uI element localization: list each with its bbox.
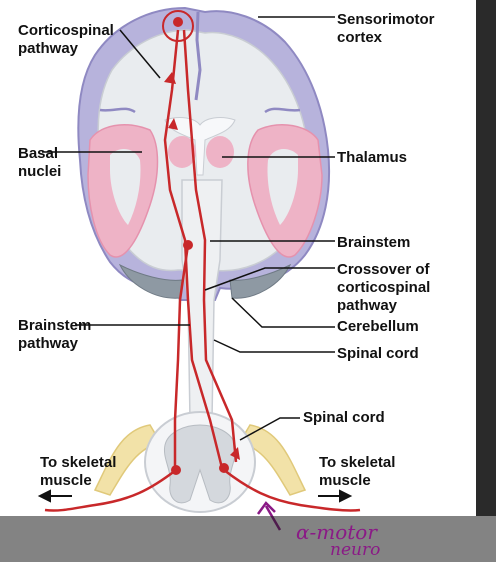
tract-nodes [171,17,229,475]
video-control-overlay [0,516,496,562]
spinal-cord-section [93,411,307,513]
motor-output-right [223,469,361,512]
arrow-right-icon [339,489,353,503]
label-thalamus: Thalamus [337,149,408,166]
label-sensorimotor-cortex: Sensorimotor cortex [337,11,435,46]
brainstem-pathway-line [173,244,190,470]
nerve-roots [93,424,307,496]
label-to-skeletal-right: To skeletal muscle [319,454,396,489]
inner-white-left [110,148,141,225]
handwritten-annotation-2: neuro [330,540,381,560]
label-spinal-cord-lower: Spinal cord [303,409,385,426]
muscle-arrows [37,489,353,503]
label-brainstem-pathway: Brainstem pathway [18,317,92,352]
arrow-down-1 [164,72,176,84]
arrow-down-2 [168,118,178,130]
leader-lines [42,16,335,441]
label-spinal-cord-upper: Spinal cord [337,345,419,362]
screen-edge [476,0,496,516]
cortex-node [173,17,183,27]
corticospinal-tract [44,10,361,512]
label-to-skeletal-left: To skeletal muscle [40,454,117,489]
label-corticospinal-pathway: Corticospinal pathway [18,22,114,57]
cord-node-left [171,465,181,475]
brainstem-node [183,240,193,250]
handwritten-annotation: α-motor [296,520,377,544]
label-crossover: Crossover of corticospinal pathway [337,261,431,314]
arrow-down-3 [230,447,240,460]
thalamus-left [168,136,196,168]
longitudinal-fissure [194,11,202,101]
inner-white-right [267,148,298,225]
arrowheads [164,72,240,460]
tract-descending-left [163,29,224,469]
cord-node-right [219,463,229,473]
ventricles [164,117,236,176]
label-basal-nuclei: Basal nuclei [18,145,62,180]
arrow-left-icon [37,489,51,503]
label-brainstem: Brainstem [337,234,411,251]
brain [77,6,331,421]
motor-output-left [44,469,177,512]
label-cerebellum: Cerebellum [337,318,419,335]
tract-descending-right [182,29,238,463]
thalamus-right [206,136,234,168]
